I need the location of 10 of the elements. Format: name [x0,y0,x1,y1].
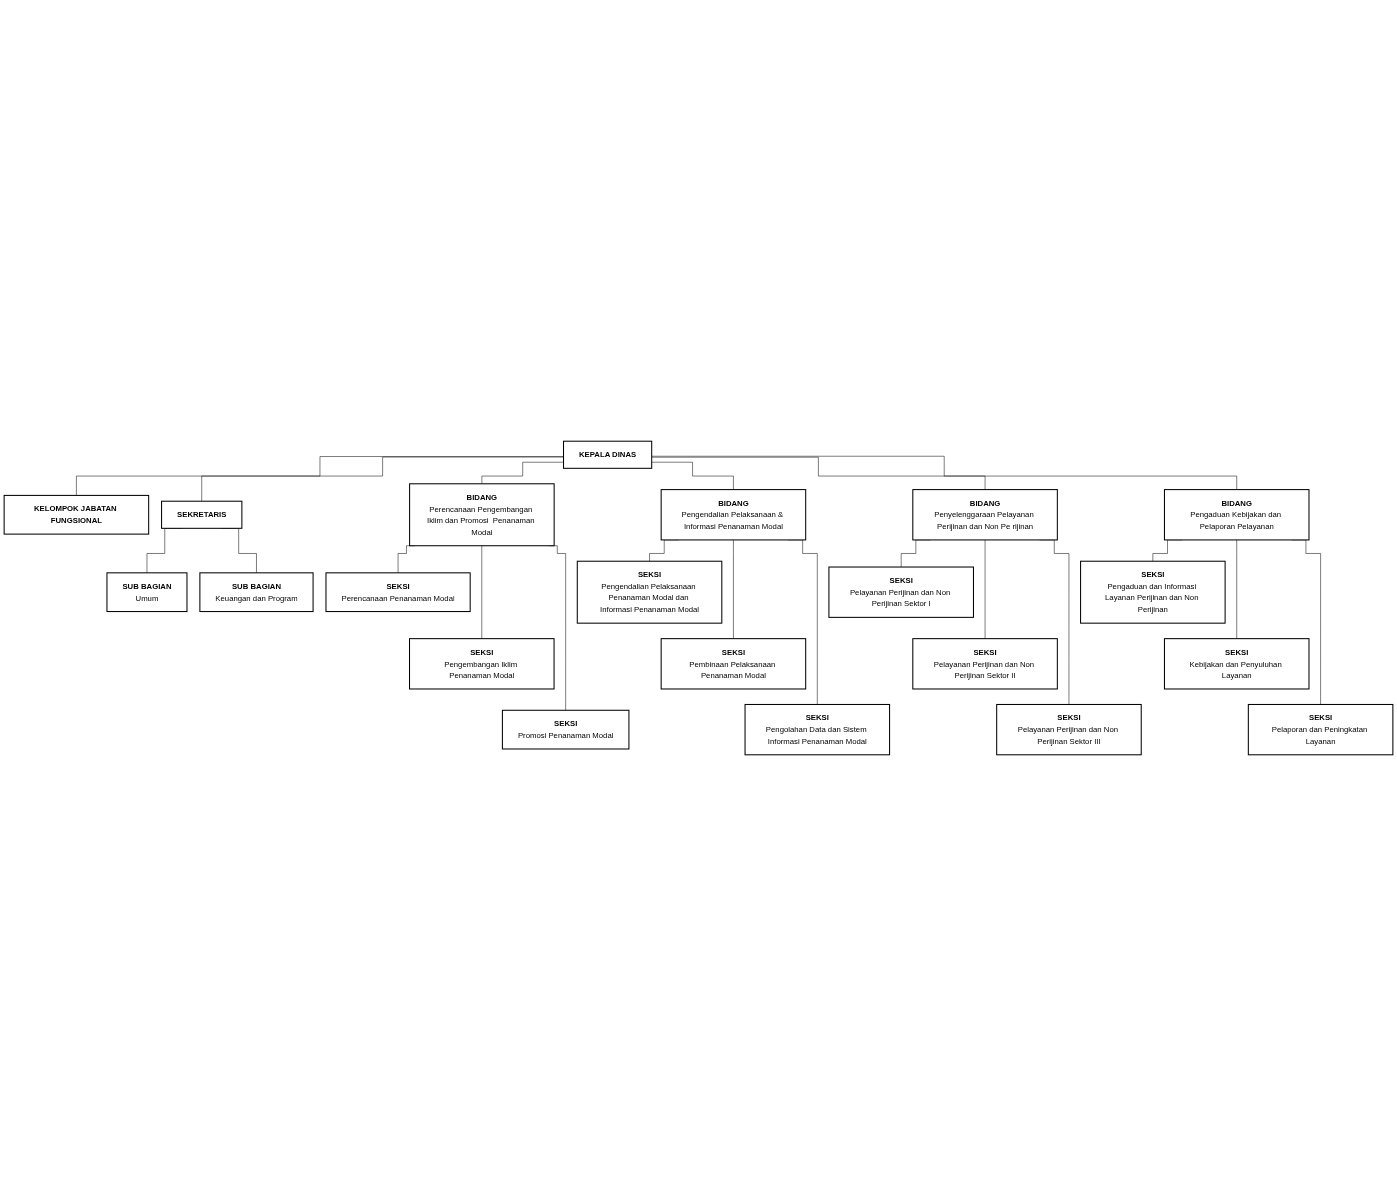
connector [76,456,564,496]
connector [984,539,986,639]
connector [733,539,734,639]
connector [481,545,483,639]
connector [651,456,1237,490]
connector [481,461,564,485]
connector [1236,539,1237,639]
connector [201,456,564,502]
connector [651,461,734,490]
connector [651,457,986,490]
